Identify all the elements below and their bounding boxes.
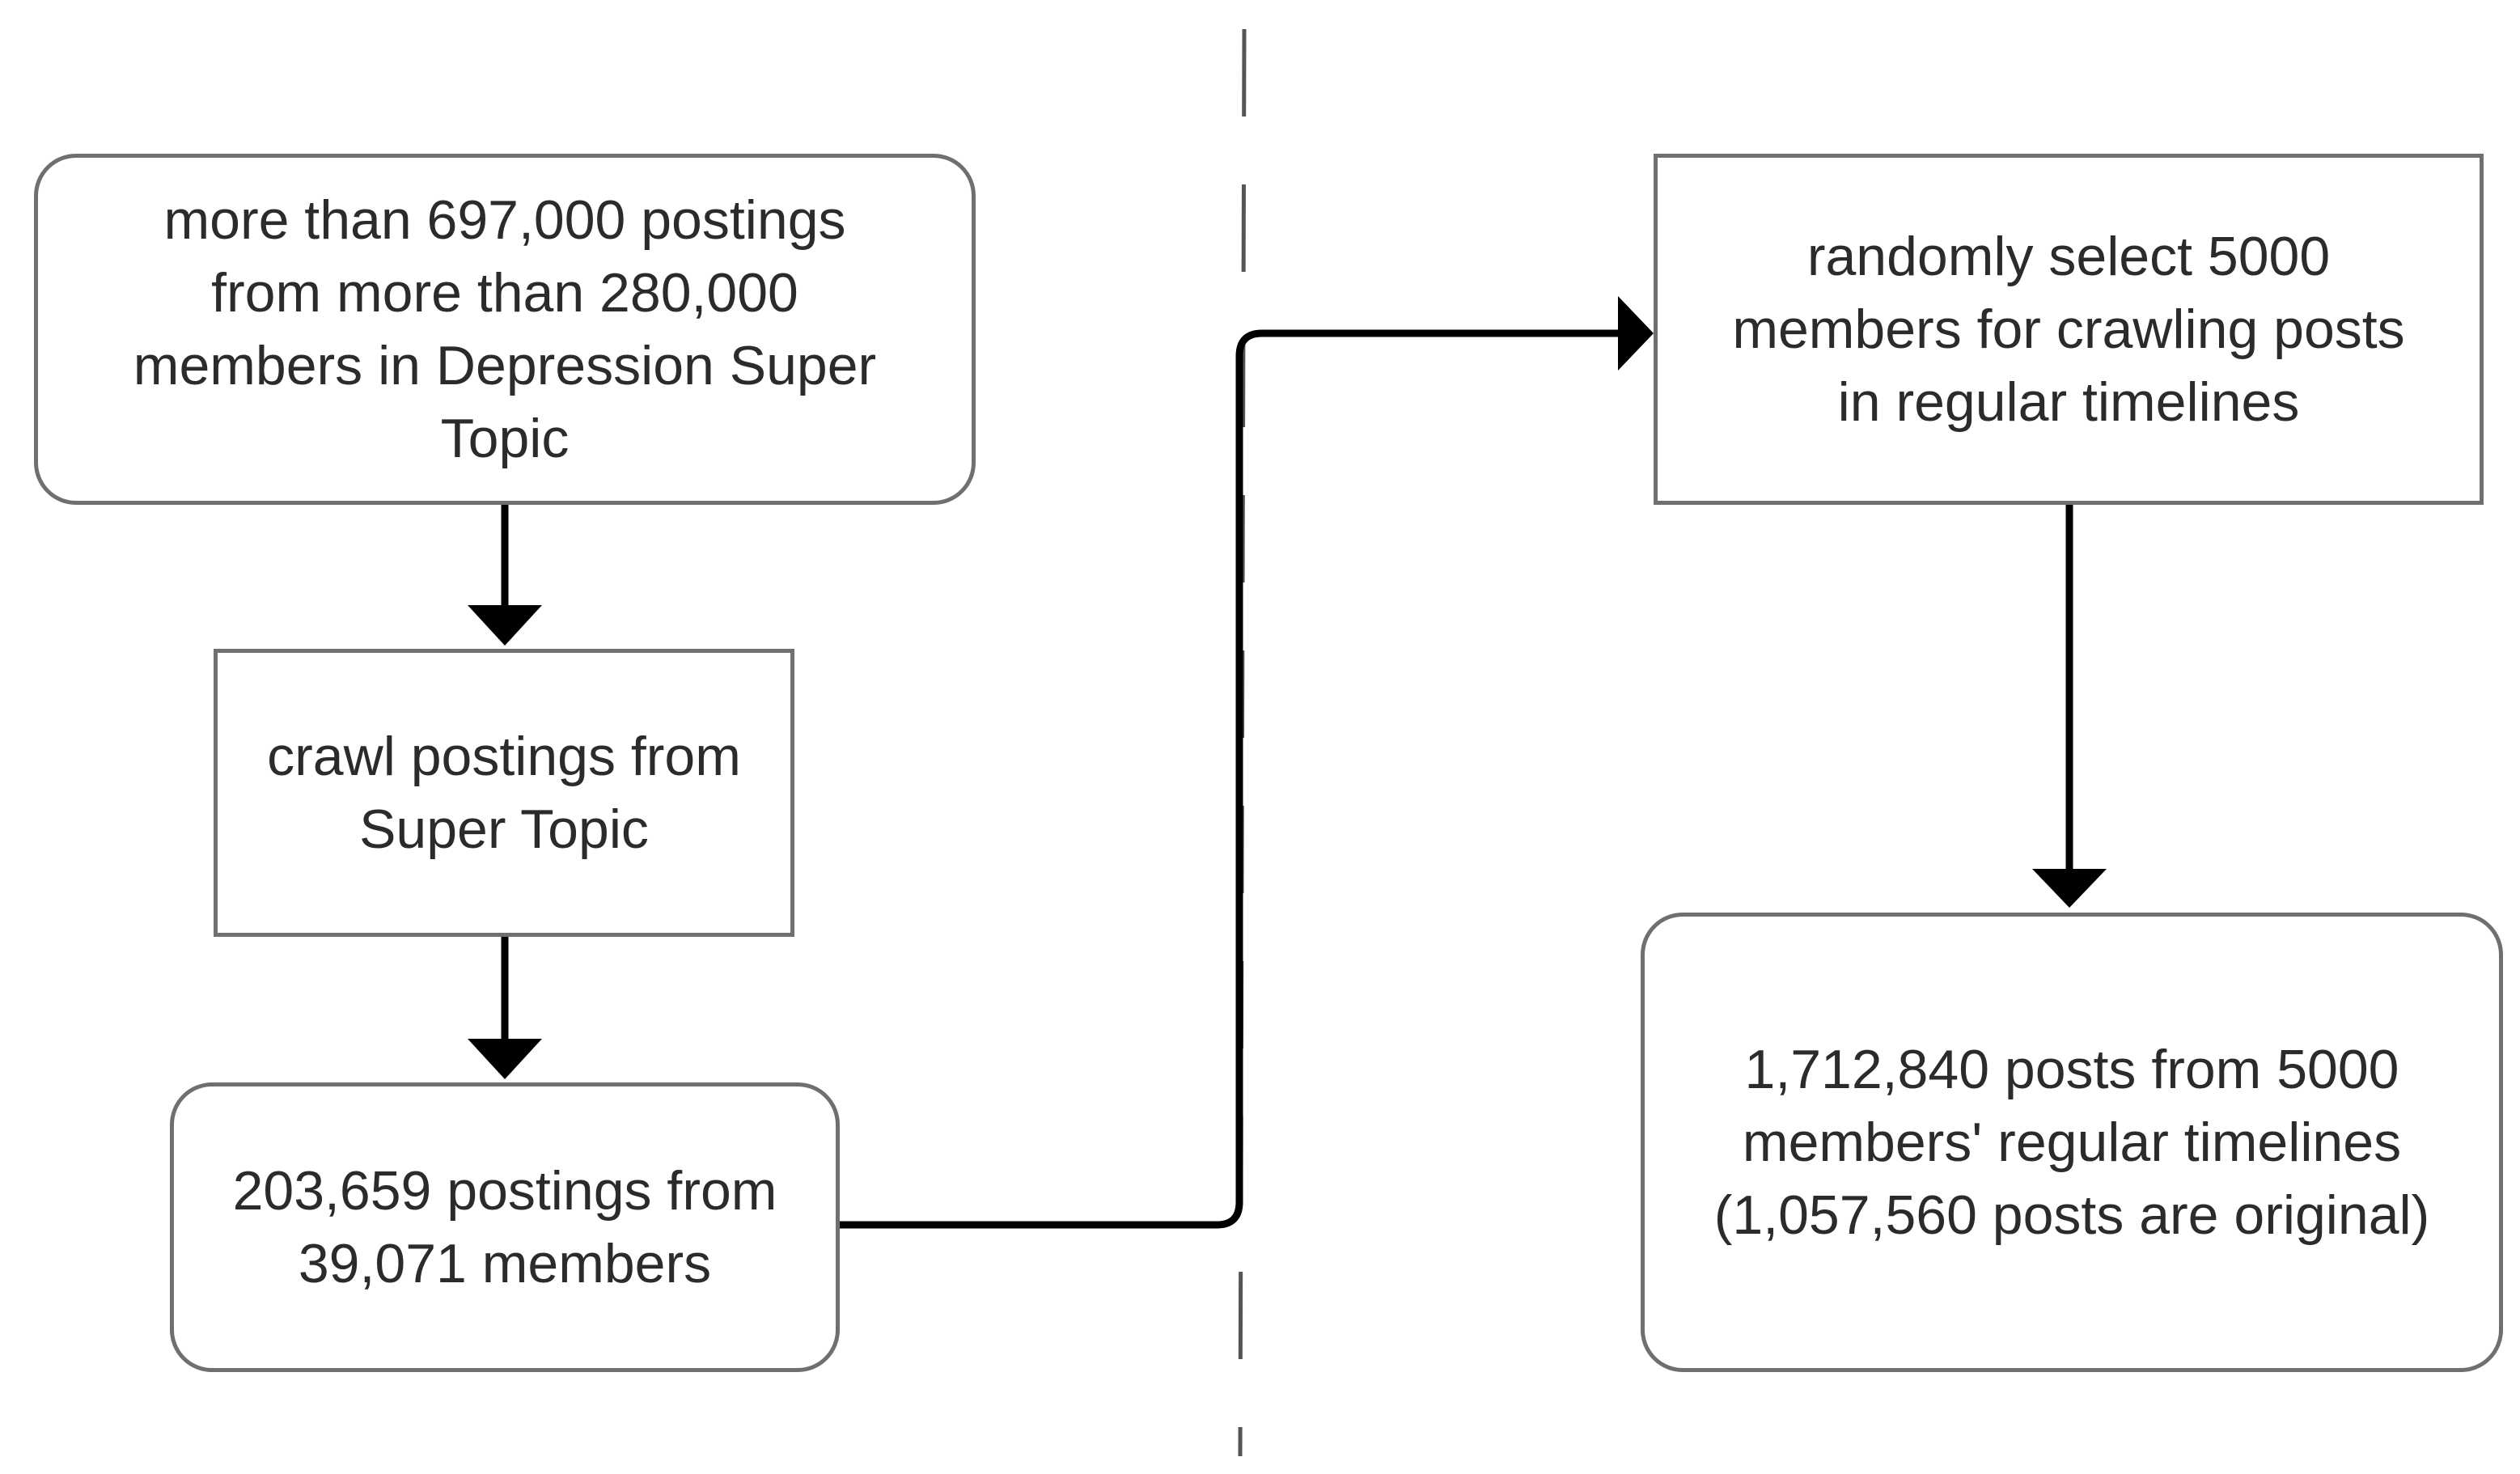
arrow-select-to-final (2032, 505, 2107, 908)
node-source-postings: more than 697,000 postings from more tha… (34, 154, 976, 505)
arrow-source-to-crawl (468, 505, 542, 646)
node-crawled-result: 203,659 postings from 39,071 members (170, 1082, 840, 1372)
node-random-select: randomly select 5000 members for crawlin… (1654, 154, 2484, 505)
arrow-crawl-to-result (468, 937, 542, 1079)
arrow-result-to-select (840, 296, 1654, 1229)
node-crawl-postings: crawl postings from Super Topic (214, 649, 794, 937)
phase-divider-line (1238, 28, 1247, 1457)
node-final-posts: 1,712,840 posts from 5000 members' regul… (1641, 913, 2503, 1372)
